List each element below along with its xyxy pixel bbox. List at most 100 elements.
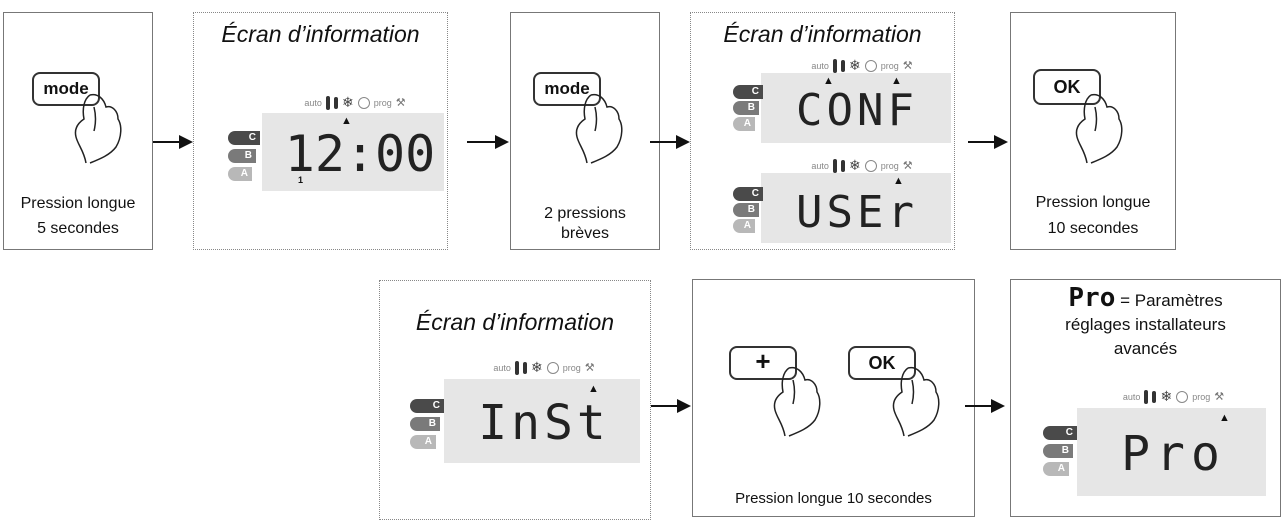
- step3-caption-line2: brèves: [560, 225, 610, 242]
- mode-c: C: [228, 131, 260, 145]
- snowflake-icon: ❄: [1160, 388, 1173, 404]
- auto-label: auto: [493, 362, 511, 373]
- step8-box: Pro = Paramètres réglages installateurs …: [1010, 279, 1281, 517]
- hand-icon: [759, 358, 829, 438]
- step5-caption-line2: 10 secondes: [1047, 220, 1139, 237]
- lcd-text-conf: CONF: [796, 85, 918, 136]
- pro-glyph: Pro: [1068, 283, 1116, 313]
- wrench-icon: ⚒: [395, 97, 406, 109]
- mode-a: A: [228, 167, 252, 181]
- indicator-triangle: ▲: [588, 383, 599, 395]
- clock-icon: [864, 159, 877, 172]
- step2-title: Écran d’information: [221, 21, 420, 47]
- thermometer-icon: [840, 59, 845, 72]
- step5-caption-line1: Pression longue: [1035, 194, 1151, 211]
- lcd-text-pro: Pro: [1121, 426, 1226, 482]
- hand-icon: [878, 358, 948, 438]
- step7-caption: Pression longue 10 secondes: [735, 490, 932, 507]
- lcd-display: auto ❄ prog⚒ C B A ▲ 12:00 1: [226, 91, 444, 191]
- mode-c: C: [733, 85, 763, 99]
- indicator-triangle: ▲: [341, 115, 352, 127]
- wrench-icon: ⚒: [1214, 391, 1225, 403]
- lcd-screen: [262, 113, 444, 191]
- mode-b: B: [228, 149, 256, 163]
- mode-b: B: [733, 203, 759, 217]
- mode-b: B: [410, 417, 440, 431]
- indicator-triangle: ▲: [893, 175, 904, 187]
- auto-label: auto: [1122, 391, 1141, 402]
- pro-legend-text1: = Paramètres: [1120, 291, 1223, 310]
- lcd-status-bar: auto ❄ prog⚒: [266, 94, 444, 112]
- mode-a: A: [733, 219, 755, 233]
- mode-button[interactable]: mode: [32, 72, 100, 106]
- ok-button[interactable]: OK: [848, 346, 916, 380]
- lcd-display-bottom: auto❄prog⚒ C B A ▲ USEr: [733, 155, 951, 243]
- step2-box: Écran d’information auto ❄ prog⚒ C B A ▲ 1…: [193, 12, 448, 250]
- step4-title: Écran d’information: [723, 21, 922, 47]
- step4-box: Écran d’information auto❄prog⚒ C B A ▲ ▲…: [690, 12, 955, 250]
- arrow-icon: [968, 135, 1008, 149]
- hand-icon: [561, 85, 631, 165]
- pro-legend-line3: avancés: [1113, 339, 1178, 358]
- step6-title: Écran d’information: [415, 309, 615, 335]
- clock-icon: [1176, 390, 1189, 403]
- plus-button[interactable]: +: [729, 346, 797, 380]
- lcd-status-bar: auto❄prog⚒: [773, 57, 951, 73]
- prog-label: prog: [880, 160, 899, 171]
- lcd-small-digit: 1: [298, 175, 304, 185]
- thermometer-icon: [832, 158, 837, 173]
- pro-legend-line1: Pro = Paramètres: [1011, 283, 1280, 313]
- step5-box: OK Pression longue 10 secondes: [1010, 12, 1176, 250]
- wrench-icon: ⚒: [902, 160, 913, 172]
- indicator-triangle: ▲: [891, 75, 902, 87]
- step6-box: Écran d’information auto❄prog⚒ C B A ▲ I…: [379, 280, 651, 520]
- ok-button[interactable]: OK: [1033, 69, 1101, 105]
- prog-label: prog: [373, 97, 392, 108]
- pro-legend-line2: réglages installateurs: [1065, 315, 1226, 334]
- step1-caption-line1: Pression longue: [20, 195, 136, 212]
- thermometer-icon: [832, 58, 837, 73]
- indicator-triangle: ▲: [1219, 412, 1230, 424]
- hand-icon: [60, 85, 130, 165]
- mode-button[interactable]: mode: [533, 72, 601, 106]
- lcd-time: 12:00: [284, 125, 436, 183]
- lcd-status-bar: auto❄prog⚒: [773, 157, 951, 173]
- thermometer-icon: [333, 96, 338, 109]
- thermometer-icon: [1144, 389, 1149, 404]
- step7-box: + OK Pression longue 10 secondes: [692, 279, 975, 517]
- lcd-display: auto❄prog⚒ C B A ▲ InSt: [408, 357, 640, 463]
- step3-caption-line1: 2 pressions: [544, 205, 626, 222]
- snowflake-icon: ❄: [848, 57, 861, 73]
- lcd-display-top: auto❄prog⚒ C B A ▲ ▲ CONF: [733, 55, 951, 143]
- lcd-text-inst: InSt: [478, 395, 610, 451]
- thermometer-icon: [522, 361, 527, 374]
- wrench-icon: ⚒: [902, 60, 913, 72]
- lcd-status-bar: auto❄prog⚒: [448, 359, 640, 377]
- auto-label: auto: [811, 60, 829, 71]
- lcd-status-bar: auto❄prog⚒: [1081, 388, 1266, 406]
- arrow-icon: [651, 399, 691, 413]
- snowflake-icon: ❄: [848, 157, 861, 173]
- thermometer-icon: [514, 360, 519, 375]
- thermometer-icon: [840, 159, 845, 172]
- clock-icon: [357, 96, 370, 109]
- step3-box: mode 2 pressions brèves: [510, 12, 660, 250]
- arrow-icon: [650, 135, 690, 149]
- clock-icon: [864, 59, 877, 72]
- arrow-icon: [153, 135, 193, 149]
- mode-a: A: [1043, 462, 1069, 476]
- hand-icon: [1061, 85, 1131, 165]
- lcd-text-user: USEr: [796, 187, 918, 238]
- pro-legend: Pro = Paramètres réglages installateurs …: [1011, 283, 1280, 361]
- mode-c: C: [1043, 426, 1077, 440]
- lcd-display: auto❄prog⚒ C B A ▲ Pro: [1041, 386, 1266, 496]
- lcd-screen: [1077, 408, 1266, 496]
- snowflake-icon: ❄: [341, 94, 354, 110]
- mode-a: A: [410, 435, 436, 449]
- lcd-screen: [761, 73, 951, 143]
- mode-c: C: [410, 399, 444, 413]
- mode-c: C: [733, 187, 763, 201]
- indicator-triangle: ▲: [823, 75, 834, 87]
- lcd-screen: [444, 379, 640, 463]
- auto-label: auto: [304, 97, 322, 108]
